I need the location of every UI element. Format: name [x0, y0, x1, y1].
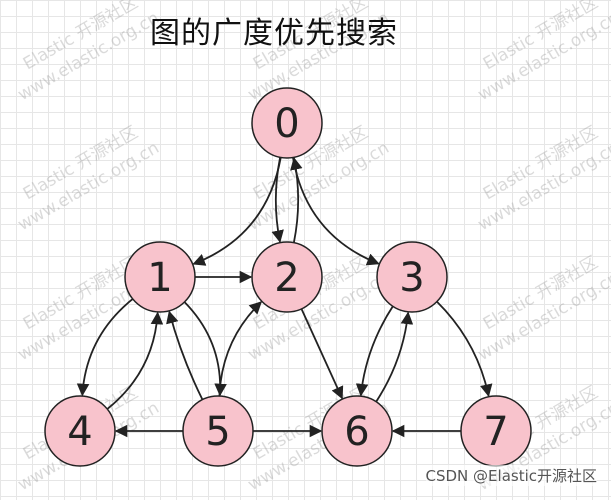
nodes-group: 0 1 2 3 4 5 6 7	[45, 88, 531, 466]
node-6-label: 6	[344, 409, 369, 455]
edge-1-to-5	[184, 302, 220, 395]
node-5: 5	[183, 396, 253, 466]
node-3: 3	[377, 242, 447, 312]
edge-1-to-4	[82, 299, 132, 395]
edge-3-to-7	[437, 302, 489, 396]
node-2: 2	[252, 242, 322, 312]
node-3-label: 3	[399, 255, 424, 301]
diagram-title: 图的广度优先搜索	[150, 8, 430, 52]
node-0-label: 0	[274, 101, 299, 147]
edge-4-to-1	[107, 313, 157, 409]
node-5-label: 5	[205, 409, 230, 455]
source-credit: CSDN @Elastic开源社区	[426, 465, 597, 486]
node-4-label: 4	[67, 409, 92, 455]
edge-0-to-2	[276, 157, 280, 241]
edge-5-to-1	[169, 312, 202, 400]
node-6: 6	[322, 396, 392, 466]
node-0: 0	[252, 88, 322, 158]
node-4: 4	[45, 396, 115, 466]
node-1-label: 1	[147, 255, 172, 301]
node-7: 7	[461, 396, 531, 466]
edge-2-to-6	[301, 309, 342, 398]
edge-5-to-2	[219, 302, 261, 396]
node-1: 1	[125, 242, 195, 312]
node-2-label: 2	[274, 255, 299, 301]
node-7-label: 7	[483, 409, 508, 455]
